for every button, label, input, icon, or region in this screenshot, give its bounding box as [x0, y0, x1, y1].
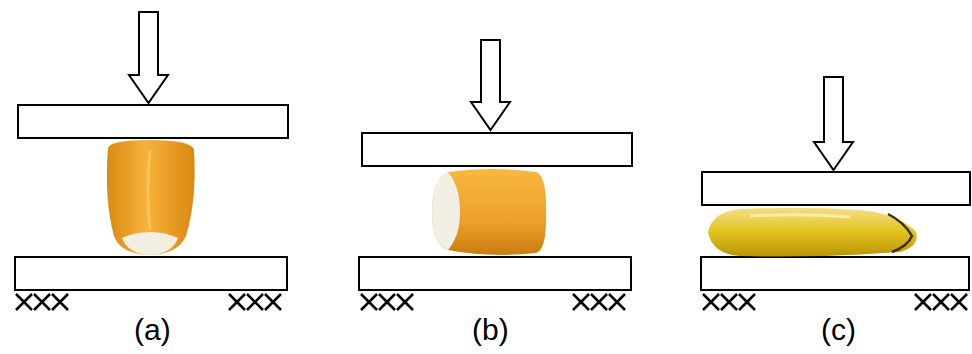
panel-label: (c): [821, 315, 856, 345]
plates: [15, 105, 970, 290]
panel-label: (b): [472, 315, 509, 345]
fixed-supports: [16, 294, 967, 310]
panel-label: (a): [134, 315, 171, 345]
load-arrows: [129, 12, 853, 170]
corn-kernels: [107, 140, 917, 257]
